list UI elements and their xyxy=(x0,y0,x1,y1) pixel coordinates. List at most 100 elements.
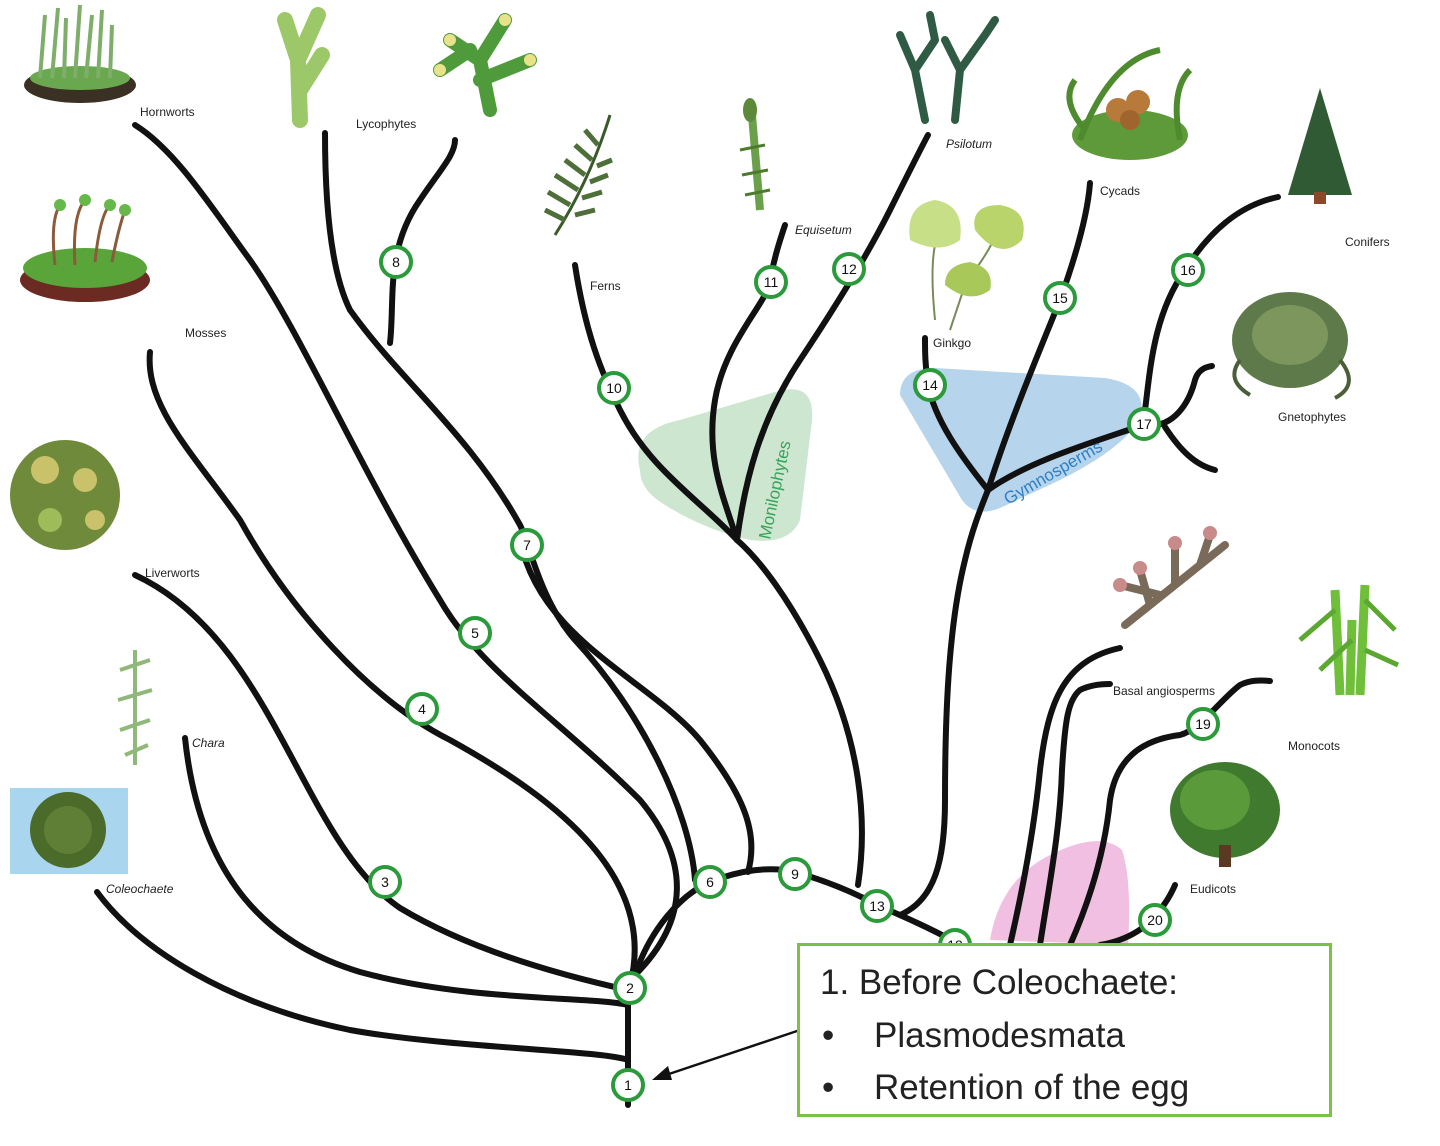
node-16: 16 xyxy=(1171,253,1205,287)
basal-angiosperm-icon xyxy=(1113,526,1229,629)
taxon-label-gnetophytes: Gnetophytes xyxy=(1278,410,1346,424)
hornwort-icon xyxy=(24,4,136,103)
branch-lycophytes xyxy=(322,130,698,883)
svg-text:11: 11 xyxy=(764,274,779,290)
taxon-labels: Hornworts Lycophytes Mosses Liverworts C… xyxy=(106,105,1390,896)
node-12: 12 xyxy=(832,252,866,286)
equisetum-icon xyxy=(739,98,771,211)
svg-text:20: 20 xyxy=(1147,912,1163,928)
svg-text:12: 12 xyxy=(841,261,857,277)
branch-basal-angio-1 xyxy=(1007,645,1123,948)
taxon-label-basal-angiosperms: Basal angiosperms xyxy=(1113,684,1215,698)
fern-icon xyxy=(543,114,613,236)
coleochaete-icon xyxy=(10,788,128,874)
monilophytes-clade-highlight xyxy=(638,389,813,541)
node-15: 15 xyxy=(1043,281,1077,315)
svg-text:16: 16 xyxy=(1180,262,1196,278)
svg-text:17: 17 xyxy=(1136,416,1152,432)
svg-text:5: 5 xyxy=(471,625,479,641)
node-6: 6 xyxy=(693,865,727,899)
node-14: 14 xyxy=(913,368,947,402)
callout-title: 1. Before Coleochaete: xyxy=(820,963,1179,1002)
taxon-label-hornworts: Hornworts xyxy=(140,105,195,119)
conifer-icon xyxy=(1288,88,1352,204)
taxon-label-liverworts: Liverworts xyxy=(145,566,200,580)
moss-icon xyxy=(20,194,150,302)
liverwort-icon xyxy=(10,440,120,550)
taxon-label-ginkgo: Ginkgo xyxy=(933,336,971,350)
svg-text:14: 14 xyxy=(922,377,938,393)
node-11: 11 xyxy=(754,265,788,299)
branch-to-monilophytes xyxy=(517,537,755,875)
svg-text:3: 3 xyxy=(381,874,389,890)
branch-gnetophytes xyxy=(1140,363,1215,429)
branch-basal-angio-2 xyxy=(1037,681,1113,948)
taxon-label-equisetum: Equisetum xyxy=(795,223,852,237)
svg-text:10: 10 xyxy=(606,380,622,396)
branch-chara xyxy=(182,735,631,1008)
taxon-label-conifers: Conifers xyxy=(1345,235,1390,249)
chara-icon xyxy=(117,650,153,765)
svg-text:2: 2 xyxy=(626,980,634,996)
branch-conifers-gnetophytes xyxy=(985,194,1281,493)
node-17: 17 xyxy=(1127,407,1161,441)
callout-arrow xyxy=(652,1028,801,1080)
callout-item-plasmodesmata: Plasmodesmata xyxy=(820,1010,1309,1062)
svg-text:15: 15 xyxy=(1052,290,1068,306)
ginkgo-icon xyxy=(909,200,1024,331)
taxon-label-monocots: Monocots xyxy=(1288,739,1340,753)
branch-ferns xyxy=(572,262,740,543)
branch-psilotum xyxy=(734,132,931,543)
branch-equisetum xyxy=(709,222,788,543)
node-4: 4 xyxy=(405,692,439,726)
taxon-label-cycads: Cycads xyxy=(1100,184,1140,198)
svg-text:7: 7 xyxy=(523,537,531,553)
branch-hornworts xyxy=(132,122,680,978)
gnetophyte-icon xyxy=(1232,292,1351,400)
svg-text:13: 13 xyxy=(869,898,885,914)
svg-text:4: 4 xyxy=(418,701,426,717)
branch-monilophyte-stem xyxy=(734,537,865,888)
node-9: 9 xyxy=(778,857,812,891)
branch-gnetophytes-2 xyxy=(1162,424,1218,473)
taxon-label-ferns: Ferns xyxy=(590,279,621,293)
node-1-callout-box: 1. Before Coleochaete: Plasmodesmata Ret… xyxy=(797,943,1332,1117)
node-1: 1 xyxy=(611,1068,645,1102)
branch-coleochaete xyxy=(94,889,631,1063)
node-8: 8 xyxy=(379,245,413,279)
branch-to-gymnosperms xyxy=(897,487,991,918)
node-19: 19 xyxy=(1186,707,1220,741)
taxon-label-mosses: Mosses xyxy=(185,326,226,340)
lycophyte-icon xyxy=(277,7,537,128)
node-13: 13 xyxy=(860,889,894,923)
taxon-label-lycophytes: Lycophytes xyxy=(356,117,416,131)
branch-liverworts xyxy=(132,572,631,993)
node-3: 3 xyxy=(368,865,402,899)
node-markers: 1 2 3 4 5 6 7 8 9 10 11 12 13 14 15 16 1… xyxy=(368,245,1220,1102)
svg-text:6: 6 xyxy=(706,874,714,890)
taxon-label-coleochaete: Coleochaete xyxy=(106,882,174,896)
node-5: 5 xyxy=(458,616,492,650)
node-2: 2 xyxy=(613,971,647,1005)
callout-item-retention-of-egg: Retention of the egg xyxy=(820,1062,1309,1114)
node-7: 7 xyxy=(510,528,544,562)
branch-monocots xyxy=(1067,677,1273,948)
taxon-label-eudicots: Eudicots xyxy=(1190,882,1236,896)
node-20: 20 xyxy=(1138,903,1172,937)
cycad-icon xyxy=(1066,47,1193,160)
svg-text:19: 19 xyxy=(1195,716,1211,732)
eudicot-icon xyxy=(1170,762,1280,867)
svg-text:9: 9 xyxy=(791,866,799,882)
branch-mosses xyxy=(146,349,638,988)
gymnosperms-clade-highlight xyxy=(900,368,1142,512)
angiosperms-clade-highlight xyxy=(990,841,1130,945)
callout-list: Plasmodesmata Retention of the egg xyxy=(820,1010,1309,1114)
node-10: 10 xyxy=(597,371,631,405)
branch-lycophyte-2 xyxy=(387,137,458,346)
psilotum-icon xyxy=(896,11,999,124)
svg-text:1: 1 xyxy=(624,1077,632,1093)
svg-text:8: 8 xyxy=(392,254,400,270)
taxon-label-psilotum: Psilotum xyxy=(946,137,992,151)
taxon-label-chara: Chara xyxy=(192,736,225,750)
